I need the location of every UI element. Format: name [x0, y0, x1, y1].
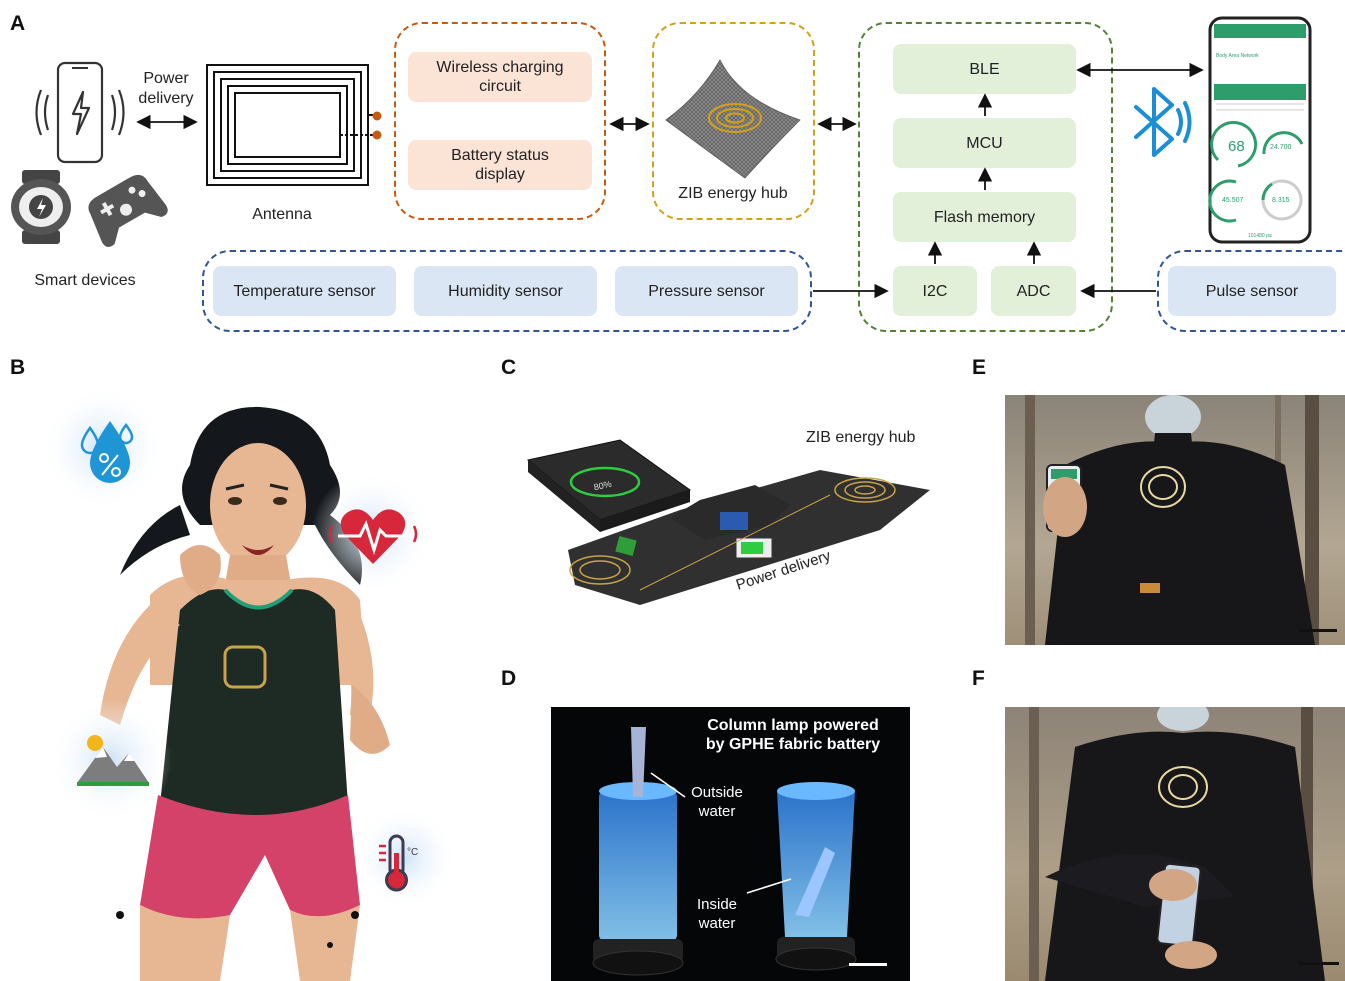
app-pressure-value: 8.315	[1272, 197, 1290, 204]
panel-letter-a: A	[10, 12, 26, 35]
app-humidity-value: 45.507	[1222, 197, 1244, 204]
power-delivery-line1: Power	[143, 70, 189, 87]
inside-line2: water	[698, 915, 736, 932]
humidity-sensor-box: Humidity sensor	[414, 266, 597, 316]
wireless-charging-label: Wireless charging circuit	[436, 59, 564, 95]
mcu-group	[858, 22, 1113, 332]
zib-group	[652, 22, 815, 220]
app-temp-value: 24.700	[1270, 144, 1292, 151]
thermometer-icon: °C	[353, 806, 457, 910]
zib-hub-label: ZIB energy hub	[678, 185, 788, 202]
humidity-sensor-label: Humidity sensor	[448, 282, 563, 300]
battery-status-line1: Battery status	[451, 147, 549, 164]
inside-line1: Inside	[696, 896, 738, 913]
panel-letter-b: B	[10, 356, 26, 379]
app-footer: 101480 pa	[1248, 233, 1272, 239]
battery-status-line2: display	[475, 166, 525, 183]
panel-c-zib-label: ZIB energy hub	[806, 429, 916, 446]
outside-line1: Outside	[691, 784, 743, 801]
i2c-box: I2C	[893, 266, 977, 316]
bluetooth-icon	[1134, 87, 1192, 157]
sensor-group	[202, 250, 812, 332]
panel-d-photo: Column lamp powered by GPHE fabric batte…	[551, 707, 910, 981]
flash-memory-box: Flash memory	[893, 192, 1076, 242]
i2c-label: I2C	[922, 282, 948, 300]
man-holding-phone-image	[1025, 395, 1337, 645]
app-pulse-value: 68	[1228, 138, 1245, 155]
panel-d-title-line1: Column lamp powered	[707, 717, 879, 734]
panel-letter-c: C	[501, 356, 517, 379]
water-drop-icon	[41, 386, 165, 510]
panel-e-photo	[1005, 395, 1345, 645]
panel-d-title: Column lamp powered by GPHE fabric batte…	[687, 716, 899, 754]
panel-c-illustration: 80% Power delivery	[526, 439, 930, 605]
smart-devices-label: Smart devices	[34, 272, 136, 289]
svg-text:°C: °C	[407, 847, 418, 858]
flash-memory-label: Flash memory	[933, 208, 1036, 226]
ble-label: BLE	[969, 60, 1000, 78]
ble-box: BLE	[893, 44, 1076, 94]
zib-device-icon	[223, 645, 267, 689]
zib-fabric-icon	[665, 59, 801, 179]
antenna-label: Antenna	[252, 206, 312, 223]
mountain-sun-icon	[48, 698, 172, 822]
pulse-sensor-box: Pulse sensor	[1168, 266, 1336, 316]
temperature-sensor-box: Temperature sensor	[213, 266, 396, 316]
mcu-label: MCU	[966, 134, 1003, 152]
temperature-sensor-label: Temperature sensor	[233, 282, 376, 300]
smartwatch-icon	[11, 170, 71, 244]
app-phone-icon	[1208, 16, 1312, 244]
column-lamps-image	[592, 727, 887, 976]
power-delivery-line2: delivery	[138, 90, 194, 107]
app-header: Body Area Network	[1216, 53, 1259, 59]
charging-group	[394, 22, 606, 220]
panel-letter-d: D	[501, 667, 517, 690]
outside-water-label: Outside water	[679, 783, 755, 821]
panel-letter-e: E	[972, 356, 987, 379]
gamepad-icon	[88, 174, 168, 247]
outside-line2: water	[698, 803, 736, 820]
panel-a-graphics: Body Area Network 68 24.700 45.507 8.315…	[11, 16, 1312, 299]
wireless-charging-box: Wireless charging circuit	[408, 52, 592, 102]
adc-label: ADC	[1016, 282, 1051, 300]
panel-f-photo	[1005, 707, 1345, 981]
phone-charging-icon	[35, 61, 125, 164]
adc-box: ADC	[991, 266, 1076, 316]
antenna-icon	[206, 64, 382, 186]
battery-status-box: Battery status display	[408, 140, 592, 190]
heart-pulse-icon	[311, 471, 435, 595]
power-delivery-label: Power delivery	[130, 69, 202, 109]
pressure-sensor-box: Pressure sensor	[615, 266, 798, 316]
panel-d-title-line2: by GPHE fabric battery	[705, 736, 881, 753]
mcu-box: MCU	[893, 118, 1076, 168]
phone-battery-text: 80%	[593, 479, 613, 493]
pulse-sensor-label: Pulse sensor	[1205, 282, 1299, 300]
panel-letter-f: F	[972, 667, 985, 690]
man-phone-waist-image	[1029, 707, 1339, 981]
pressure-sensor-label: Pressure sensor	[648, 282, 765, 300]
pulse-group	[1157, 250, 1345, 332]
inside-water-label: Inside water	[679, 895, 755, 933]
runner-illustration	[100, 406, 390, 981]
